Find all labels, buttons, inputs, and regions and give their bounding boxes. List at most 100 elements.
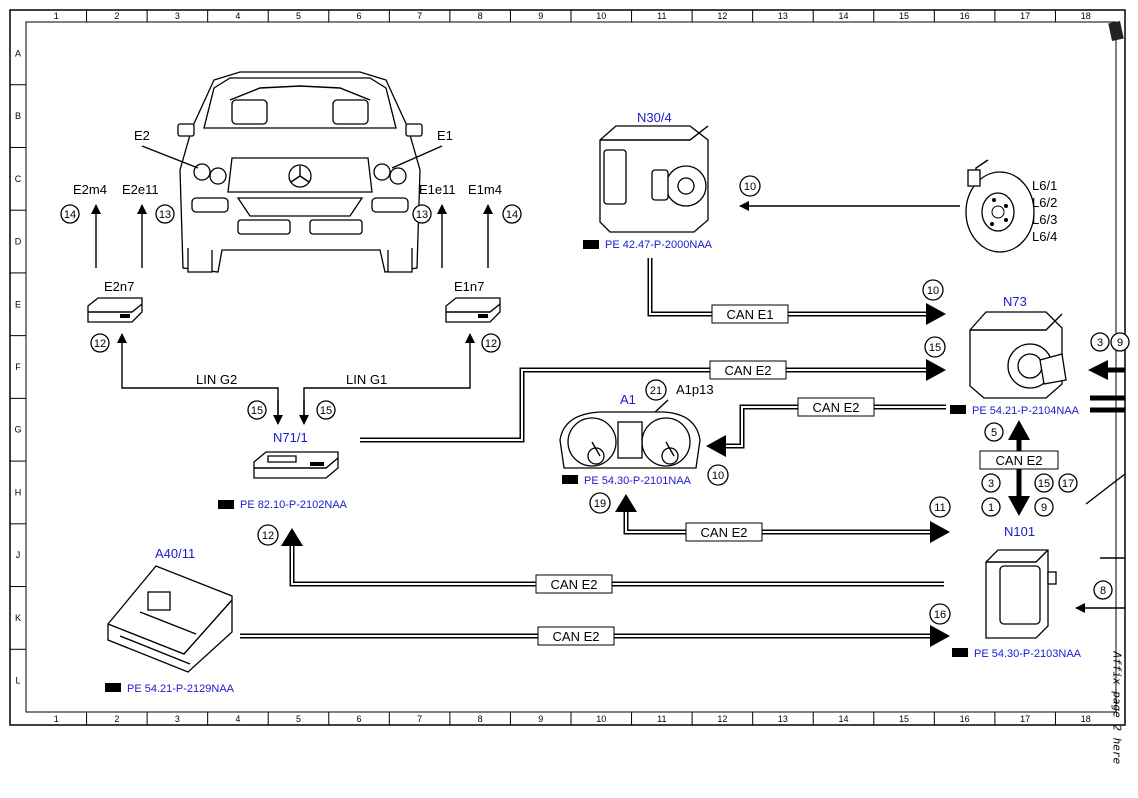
signal-16-marker <box>929 603 951 625</box>
row-label: E <box>15 299 21 309</box>
signal-n73-down: 5 <box>991 427 997 439</box>
N30_4-module <box>599 125 709 233</box>
row-label: J <box>16 550 21 560</box>
L6-4-label: L6/4 <box>1032 229 1057 244</box>
signal-n71-to-n73: 15 <box>929 342 941 354</box>
A40_11-module <box>107 565 233 673</box>
signal-14-marker <box>60 204 80 224</box>
n73-up-arrowhead <box>1008 420 1030 440</box>
row-label: K <box>15 613 21 623</box>
can-e2-label-2: CAN E2 <box>813 400 860 415</box>
N73-label: N73 <box>1003 294 1027 309</box>
n101-down-arrowhead <box>1008 496 1030 516</box>
column-label: 15 <box>899 11 909 21</box>
column-label: 5 <box>296 714 301 724</box>
column-label: 9 <box>538 11 543 21</box>
can-e2-label-1: CAN E2 <box>725 363 772 378</box>
can-e2-wire-n101-n71 <box>289 546 944 587</box>
signal-9a-marker <box>1110 332 1130 352</box>
E1-leader <box>391 145 443 169</box>
can-e2-label-5: CAN E2 <box>551 577 598 592</box>
row-label: C <box>15 174 22 184</box>
ref-icon <box>583 240 599 249</box>
column-label: 13 <box>778 11 788 21</box>
vehicle-front-view <box>177 71 423 273</box>
column-label: 7 <box>417 11 422 21</box>
column-label: 12 <box>717 11 727 21</box>
column-label: 16 <box>960 11 970 21</box>
signal-e1m4: 14 <box>506 209 518 221</box>
column-label: 14 <box>838 714 848 724</box>
signal-17-marker <box>1058 473 1078 493</box>
N71_1-label: N71/1 <box>273 430 308 445</box>
can-e2-arrowhead-a1-up <box>615 494 637 512</box>
column-label: 11 <box>657 11 666 21</box>
signal-a1-output: 19 <box>594 498 606 510</box>
signal-n73-right-b: 9 <box>1117 337 1123 349</box>
E2-leader <box>141 145 199 169</box>
signal-5-marker <box>984 422 1004 442</box>
L6-3-label: L6/3 <box>1032 212 1057 227</box>
signal-e2n7: 12 <box>94 338 106 350</box>
grid-ruler: 1122334455667788991010111112121313141415… <box>10 10 1091 725</box>
signal-e2m4: 14 <box>64 209 76 221</box>
A1-instrument-cluster <box>559 411 701 469</box>
signal-n101-up-a: 3 <box>988 478 994 490</box>
signal-n101-up-b: 1 <box>988 502 994 514</box>
N30_4-label: N30/4 <box>637 110 672 125</box>
E2n7-label: E2n7 <box>104 279 134 294</box>
column-label: 10 <box>596 714 606 724</box>
signal-n101-up-d: 17 <box>1062 478 1074 490</box>
signal-14b-marker <box>502 204 522 224</box>
can-e2-label-4: CAN E2 <box>996 453 1043 468</box>
signal-15c-marker <box>924 336 946 358</box>
signal-l6-to-n30: 10 <box>744 181 756 193</box>
column-label: 1 <box>54 714 59 724</box>
column-label: 12 <box>717 714 727 724</box>
can-e2-label-3: CAN E2 <box>701 525 748 540</box>
signal-n101-up-e: 9 <box>1041 502 1047 514</box>
signal-n73-right-a: 3 <box>1097 337 1103 349</box>
signal-15a-marker <box>247 400 267 420</box>
n73-right-stub <box>1090 395 1125 413</box>
column-label: 14 <box>838 11 848 21</box>
N73-module <box>969 311 1067 399</box>
A1p13-label: A1p13 <box>676 382 714 397</box>
column-label: 4 <box>235 11 240 21</box>
signal-a40-to-n101: 16 <box>934 609 946 621</box>
A40_11-label: A40/11 <box>155 546 195 561</box>
row-label: D <box>15 237 22 247</box>
can-e2-wire-a1-n101 <box>623 510 930 535</box>
column-label: 18 <box>1081 11 1091 21</box>
signal-12a-marker <box>90 333 110 353</box>
N101-label: N101 <box>1004 524 1035 539</box>
row-label: B <box>15 111 21 121</box>
ref-icon <box>105 683 121 692</box>
signal-9b-marker <box>1034 497 1054 517</box>
can-e2-arrowhead-n101 <box>930 521 950 543</box>
E2e11-label: E2e11 <box>122 182 159 197</box>
N71_1-module <box>253 451 339 479</box>
column-label: 6 <box>357 714 362 724</box>
can-e1-label: CAN E1 <box>727 307 774 322</box>
E1e11-label: E1e11 <box>419 182 456 197</box>
signal-e1n7: 12 <box>485 338 497 350</box>
ref-icon <box>950 405 966 414</box>
column-label: 5 <box>296 11 301 21</box>
signal-13-marker <box>155 204 175 224</box>
E2-label: E2 <box>134 128 150 143</box>
signal-15b-marker <box>316 400 336 420</box>
L6-1-label: L6/1 <box>1032 178 1057 193</box>
E1-label: E1 <box>437 128 453 143</box>
column-label: 10 <box>596 11 606 21</box>
E2m4-label: E2m4 <box>73 182 107 197</box>
E1n7-module <box>445 297 501 323</box>
column-label: 9 <box>538 714 543 724</box>
can-e1-arrowhead <box>926 303 946 325</box>
N73-ref: PE 54.21-P-2104NAA <box>972 405 1080 417</box>
column-label: 11 <box>657 714 666 724</box>
signal-3a-marker <box>1090 332 1110 352</box>
N71_1-ref: PE 82.10-P-2102NAA <box>240 499 348 511</box>
N30_4-ref: PE 42.47-P-2000NAA <box>605 239 713 251</box>
column-label: 1 <box>54 11 59 21</box>
